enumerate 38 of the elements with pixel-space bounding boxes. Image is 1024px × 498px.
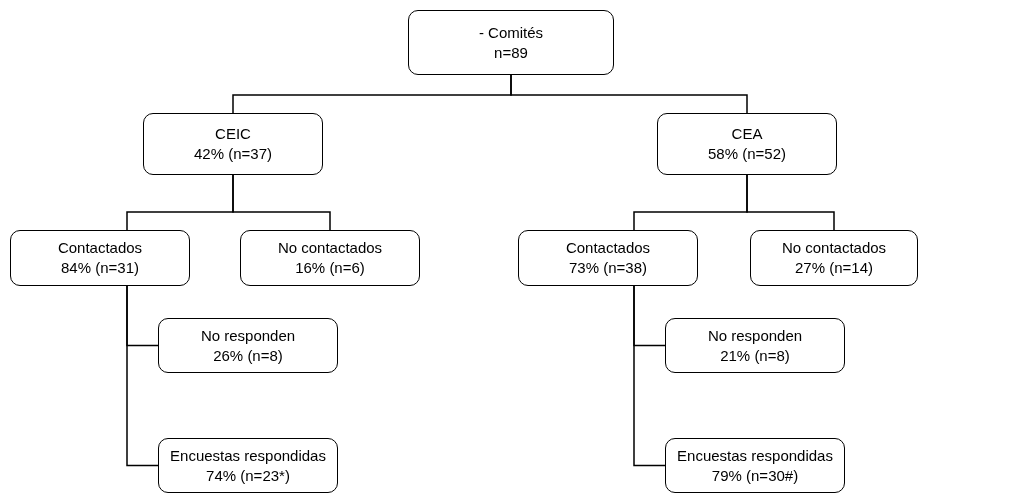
rounded-box — [665, 438, 845, 493]
node-text: 84% (n=31) — [61, 258, 139, 278]
rounded-box — [665, 318, 845, 373]
rounded-box — [240, 230, 420, 286]
node-text: 58% (n=52) — [708, 144, 786, 164]
node-text: 27% (n=14) — [795, 258, 873, 278]
node-text: 42% (n=37) — [194, 144, 272, 164]
node-text: CEIC — [215, 124, 251, 144]
rounded-box — [10, 230, 190, 286]
rounded-box — [158, 438, 338, 493]
rounded-box — [657, 113, 837, 175]
connector-line — [510, 74, 748, 114]
connector-line — [746, 174, 835, 231]
node-text: No responden — [200, 325, 296, 346]
node-text: Contactados — [565, 238, 651, 258]
node-text: Encuestas respondidas — [170, 445, 326, 466]
node-text: 16% (n=6) — [295, 258, 365, 278]
node-text: Contactados — [57, 238, 143, 258]
rounded-box — [750, 230, 918, 286]
rounded-box — [143, 113, 323, 175]
connector-line — [633, 285, 666, 467]
node-text: Encuestas respondidas — [677, 445, 833, 466]
node-text: 73% (n=38) — [569, 258, 647, 278]
node-text: 21% (n=8) — [720, 345, 790, 366]
node-text: - Comités — [478, 22, 544, 43]
node-text: 79% (n=30#) — [711, 465, 799, 486]
node-text: No contactados — [277, 238, 383, 258]
node-text: No responden — [707, 325, 803, 346]
connector-line — [126, 285, 159, 467]
rounded-box — [158, 318, 338, 373]
node-text: 74% (n=23*) — [206, 465, 290, 486]
node-text: 26% (n=8) — [213, 345, 283, 366]
node-text: CEA — [731, 124, 763, 144]
node-text: No contactados — [781, 238, 887, 258]
connector-line — [232, 174, 331, 231]
rounded-box — [518, 230, 698, 286]
node-text: n=89 — [494, 42, 528, 63]
rounded-box — [408, 10, 614, 75]
